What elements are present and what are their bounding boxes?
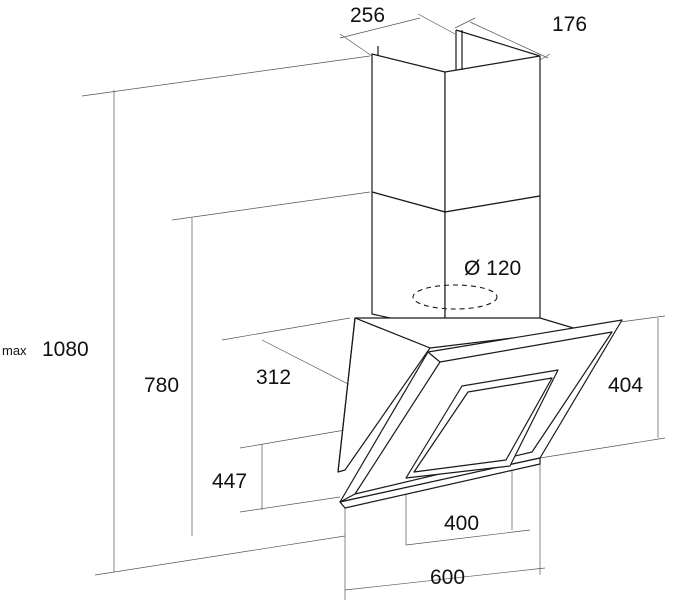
duct-outlet-outline xyxy=(412,284,498,310)
label-canopy-depth: 312 xyxy=(256,366,291,389)
label-max-prefix: max xyxy=(2,343,27,358)
label-duct-diameter: Ø 120 xyxy=(464,257,521,280)
hood-body xyxy=(337,317,623,509)
label-panel-width: 400 xyxy=(444,512,479,535)
label-hood-width: 600 xyxy=(430,566,465,589)
chimney xyxy=(371,29,541,331)
label-bottom-height: 447 xyxy=(212,470,247,493)
label-max-height: 1080 xyxy=(42,338,89,361)
dimension-labels: 256 176 Ø 120 max 1080 780 312 404 447 4… xyxy=(2,4,643,589)
label-canopy-height: 404 xyxy=(608,374,643,397)
dimension-lines xyxy=(81,13,666,600)
label-min-height: 780 xyxy=(144,374,179,397)
label-chimney-width: 256 xyxy=(350,4,385,27)
label-chimney-depth: 176 xyxy=(552,13,587,36)
